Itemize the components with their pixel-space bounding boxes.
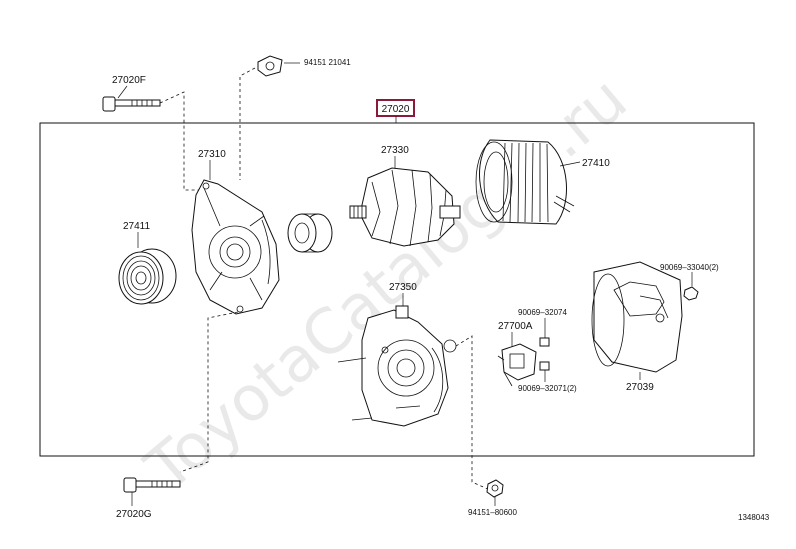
rotor-label[interactable]: 27330 (381, 145, 409, 156)
cap-top-icon (257, 55, 283, 77)
diagram-id: 1348043 (738, 513, 770, 522)
assembly-code-box[interactable] (376, 99, 415, 117)
screw-2-icon (539, 361, 550, 371)
assembly-code-callout[interactable]: 27020 (376, 99, 415, 123)
bolt-top-label[interactable]: 27020F (112, 75, 146, 86)
nut-bottom-label[interactable]: 94151–80600 (468, 508, 517, 517)
cap-top-dash (239, 67, 256, 180)
pulley-label[interactable]: 27411 (123, 221, 151, 232)
bolt-top-icon (102, 96, 161, 112)
assembly-frame (39, 122, 755, 457)
bolt-top-dash (159, 91, 205, 191)
bolt-bottom-icon (123, 477, 181, 493)
cover-nut-icon (683, 286, 699, 301)
cover-label[interactable]: 27039 (626, 382, 654, 393)
bearing-icon (287, 213, 333, 253)
drive-frame-dash (179, 311, 239, 473)
rear-frame-icon (337, 305, 457, 427)
stator-icon (475, 139, 575, 225)
bolt-top-leader (117, 85, 128, 99)
drive-frame-group[interactable]: 27310 (179, 149, 280, 473)
nut-bottom-icon (486, 479, 504, 498)
cover-group[interactable]: 90069–33040(2) 27039 (591, 261, 719, 393)
bolt-top-group[interactable]: 27020F (102, 75, 205, 191)
regulator-group[interactable]: 27700A 90069–32074 90069–32071(2) (497, 308, 577, 393)
bolt-bottom-label[interactable]: 27020G (116, 509, 152, 520)
stator-label[interactable]: 27410 (582, 158, 610, 169)
stator-group[interactable]: 27410 (475, 139, 610, 225)
rear-frame-group[interactable]: 27350 (337, 282, 491, 491)
pulley-group[interactable]: 27411 (118, 221, 177, 305)
rear-frame-dash (455, 335, 491, 491)
bolt-bottom-group[interactable]: 27020G (116, 477, 181, 520)
rotor-group[interactable]: 27330 (349, 145, 461, 247)
stator-leader (559, 161, 581, 167)
rotor-icon (349, 167, 461, 247)
drive-frame-icon (191, 179, 280, 315)
drive-frame-label[interactable]: 27310 (198, 149, 226, 160)
nut-bottom-group[interactable]: 94151–80600 (468, 479, 517, 517)
screw-1-label[interactable]: 90069–32074 (518, 308, 567, 317)
assembly-code-label[interactable]: 27020 (382, 104, 410, 115)
cover-nut-label[interactable]: 90069–33040(2) (660, 263, 719, 272)
regulator-label[interactable]: 27700A (498, 321, 533, 332)
cover-icon (591, 261, 683, 373)
screw-2-label[interactable]: 90069–32071(2) (518, 384, 577, 393)
pulley-icon (118, 248, 177, 305)
cap-top-group[interactable]: 94151 21041 (239, 55, 351, 180)
rear-frame-label[interactable]: 27350 (389, 282, 417, 293)
screw-1-icon (539, 337, 550, 347)
regulator-icon (497, 343, 537, 387)
cap-top-label[interactable]: 94151 21041 (304, 58, 351, 67)
